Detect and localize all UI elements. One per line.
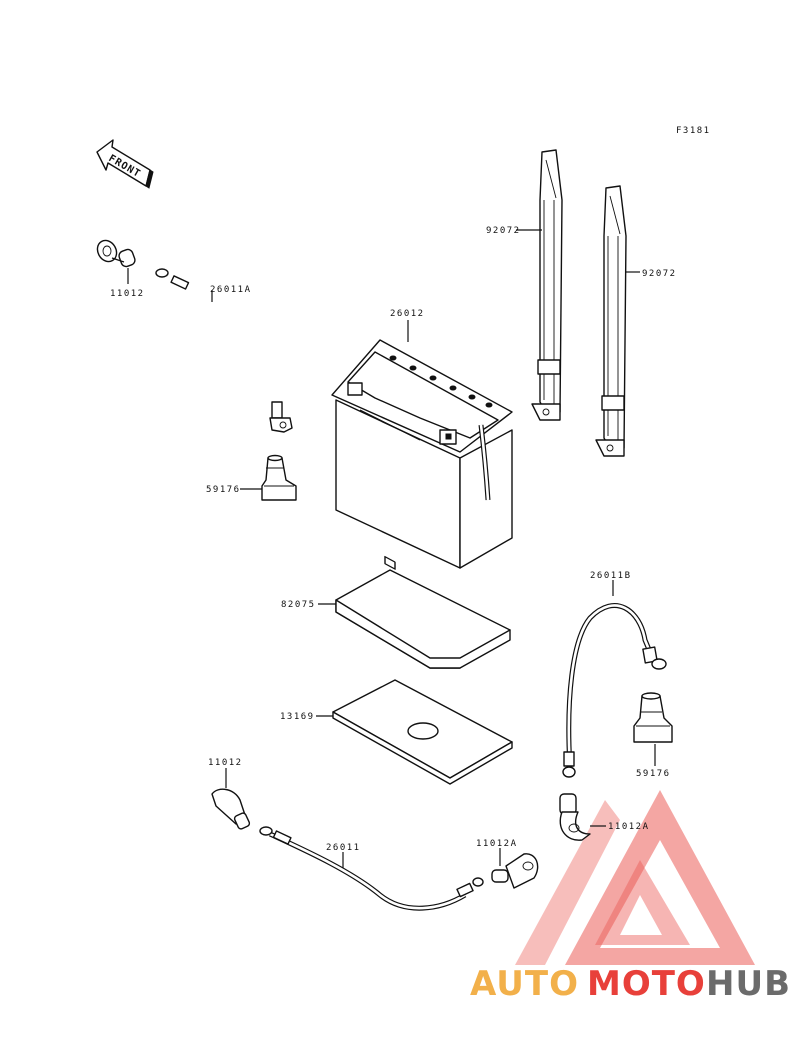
label-11012-top: 11012 — [110, 289, 145, 299]
label-26011: 26011 — [326, 843, 361, 853]
watermark-auto: AUTO — [470, 964, 579, 1004]
strap-92072-left: 92072 — [486, 149, 563, 421]
label-82075: 82075 — [281, 600, 316, 610]
label-11012A-lower: 11012A — [476, 839, 518, 849]
watermark-moto: MOTO — [587, 964, 706, 1004]
terminal-cover-bottom: 11012 — [208, 758, 251, 830]
boot-59176-left: 59176 — [206, 454, 297, 501]
cable-26011: 26011 — [259, 826, 484, 911]
boot-59176-right: 59176 — [633, 692, 673, 779]
plate-13169: 13169 — [280, 679, 513, 785]
label-26011B: 26011B — [590, 571, 632, 581]
label-11012-bottom: 11012 — [208, 758, 243, 768]
label-92072-right: 92072 — [642, 269, 677, 279]
watermark-hub: HUB — [706, 964, 791, 1004]
front-arrow-icon: FRONT — [96, 139, 154, 189]
label-59176-right: 59176 — [636, 769, 671, 779]
watermark-logo — [515, 790, 755, 965]
battery-vent-caps — [384, 355, 493, 570]
label-26012: 26012 — [390, 309, 425, 319]
label-11012A-right: 11012A — [608, 822, 650, 832]
label-13169: 13169 — [280, 712, 315, 722]
cover-11012A-lower: 11012A — [476, 839, 539, 889]
cable-26011A: 26011A — [155, 268, 293, 433]
cover-11012A-right: 11012A — [559, 793, 650, 841]
label-26011A: 26011A — [210, 285, 252, 295]
cable-26011B: 26011B — [562, 571, 667, 778]
label-59176-left: 59176 — [206, 485, 241, 495]
strap-92072-right: 92072 — [595, 185, 677, 457]
battery-26012: 26012 — [331, 309, 513, 570]
terminal-cover-top: 11012 — [96, 239, 145, 299]
watermark-text: AUTO MOTO HUB — [470, 964, 791, 1004]
figure-code: F3181 — [676, 126, 711, 136]
label-92072-left: 92072 — [486, 226, 521, 236]
pad-82075: 82075 — [281, 569, 511, 669]
